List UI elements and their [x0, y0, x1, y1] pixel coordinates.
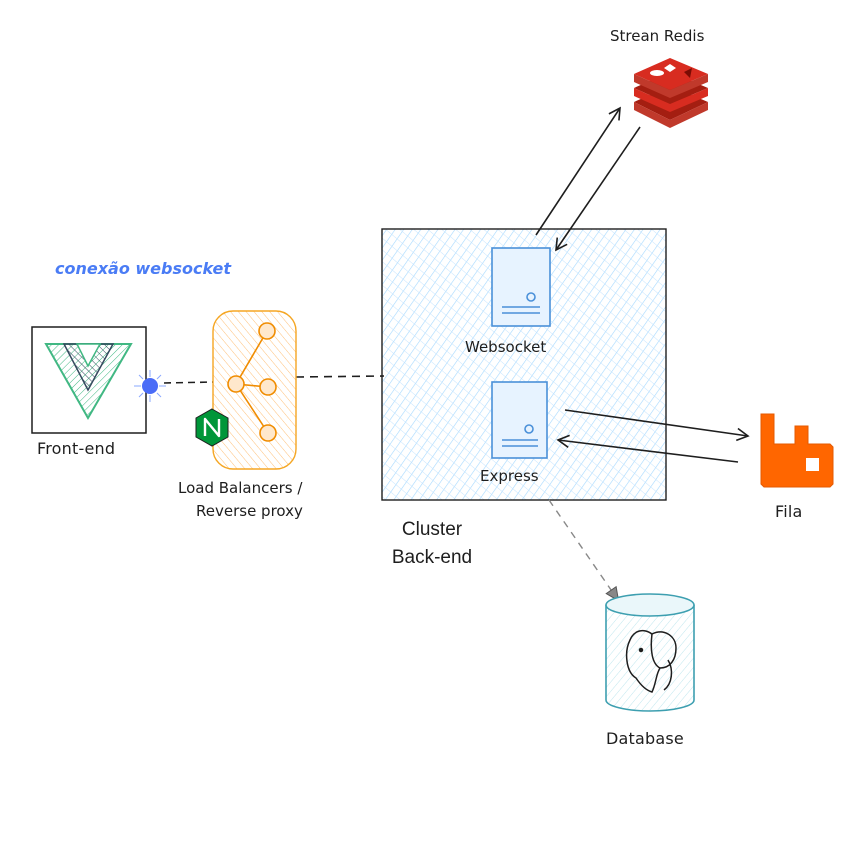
arrow-fila-to-express: [556, 434, 739, 463]
network-tree-icon: [227, 322, 277, 442]
frontend-label: Front-end: [37, 439, 116, 458]
server-icon: [491, 247, 551, 327]
lb-label-line2: Reverse proxy: [196, 502, 303, 520]
redis-icon: [634, 58, 708, 128]
frontend-node: [31, 326, 147, 434]
cluster-label-line2: Back-end: [391, 547, 473, 568]
vue-logo-icon: [44, 343, 133, 421]
arrow-express-to-fila: [564, 409, 750, 442]
database-node: [605, 593, 695, 712]
note-websocket: conexão websocket: [55, 259, 232, 278]
nginx-icon: [195, 408, 229, 447]
arrow-redis-to-websocket: [555, 126, 641, 252]
redis-label: Strean Redis: [610, 27, 705, 45]
database-label: Database: [606, 729, 684, 748]
rabbitmq-icon: [760, 413, 834, 488]
arrow-websocket-to-redis: [535, 106, 621, 236]
postgres-elephant-icon: [625, 629, 677, 693]
lb-label-line1: Load Balancers /: [178, 479, 303, 497]
link-frontend-lb: [163, 381, 214, 384]
load-balancer-node: [212, 310, 297, 470]
server-icon: [491, 381, 548, 459]
websocket-label: Websocket: [465, 338, 547, 356]
connection-dot-icon: [134, 370, 166, 402]
express-label: Express: [480, 467, 539, 485]
arrow-express-to-database: [548, 499, 620, 602]
queue-label: Fila: [775, 502, 803, 521]
link-lb-cluster: [295, 375, 385, 378]
cluster-label-line1: Cluster: [401, 519, 463, 540]
